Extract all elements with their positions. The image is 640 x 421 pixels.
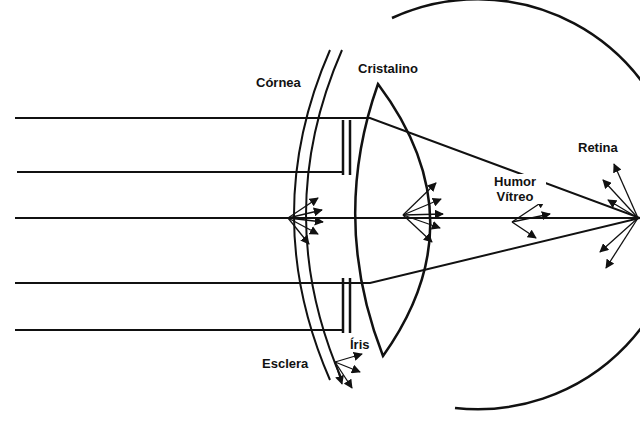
scatter-arrow <box>403 183 436 215</box>
part-label: Humor Vítreo <box>484 174 546 204</box>
light-ray <box>15 218 640 283</box>
scatter-arrow <box>512 214 550 222</box>
scatter-arrow <box>288 218 318 234</box>
scatter-arrow <box>608 200 638 218</box>
scatter-arrow <box>512 222 536 238</box>
part-label: Córnea <box>254 75 303 90</box>
scatter-arrow <box>288 218 309 244</box>
light-ray <box>15 118 640 218</box>
scatter-arrow <box>403 215 440 228</box>
scatter-arrow <box>403 214 443 215</box>
light-ray <box>17 171 343 173</box>
part-label: Esclera <box>260 356 310 371</box>
light-ray <box>15 217 640 219</box>
scatter-arrow <box>288 210 322 218</box>
scatter-arrow <box>335 362 342 384</box>
part-label: Retina <box>576 140 620 155</box>
scatter-arrow <box>403 199 441 215</box>
scatter-arrow <box>603 180 638 218</box>
scatter-arrow <box>335 354 362 362</box>
part-label: Íris <box>348 337 372 352</box>
light-ray <box>15 329 343 331</box>
scatter-arrow <box>606 218 638 268</box>
scatter-arrow <box>614 164 638 218</box>
part-label: Cristalino <box>356 61 420 76</box>
scatter-arrow <box>403 215 432 242</box>
scatter-arrow <box>335 362 352 388</box>
iris-bars <box>343 120 350 333</box>
